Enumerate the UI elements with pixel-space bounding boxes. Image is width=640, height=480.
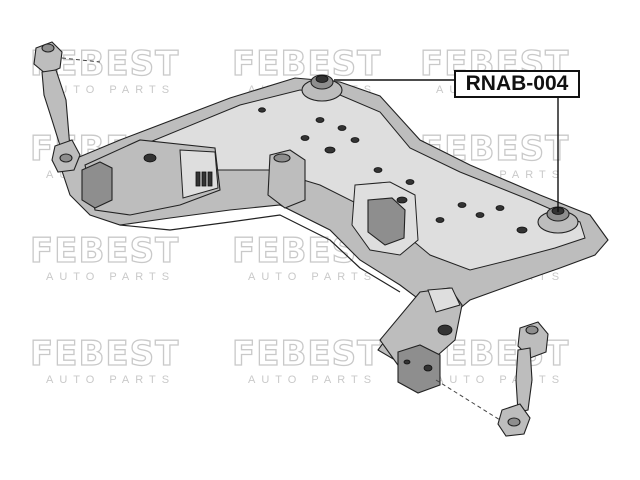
watermark-tagline: AUTO PARTS bbox=[248, 374, 377, 386]
left-mount-block bbox=[81, 161, 113, 209]
callout-leaders bbox=[334, 79, 559, 212]
mount-bolt bbox=[423, 364, 433, 372]
watermark-brand: FEBEST bbox=[232, 334, 381, 374]
watermark-brand: FEBEST bbox=[30, 334, 179, 374]
bolt-hole bbox=[437, 324, 453, 336]
right-stabilizer-link bbox=[497, 321, 549, 437]
dashed-guide bbox=[61, 57, 101, 63]
ball-joint-cap bbox=[525, 325, 539, 335]
left-stabilizer-link bbox=[33, 41, 81, 173]
link-upper-joint bbox=[33, 41, 63, 75]
ball-joint-cap bbox=[59, 153, 73, 163]
center-post-cap bbox=[273, 153, 291, 163]
slot-mark bbox=[195, 171, 201, 187]
bolt-hole bbox=[350, 137, 360, 143]
slot-mark bbox=[207, 171, 213, 187]
watermark-tagline: AUTO PARTS bbox=[248, 271, 377, 283]
watermark-tagline: AUTO PARTS bbox=[46, 271, 175, 283]
right-mount-block bbox=[397, 344, 441, 394]
alignment-lines bbox=[61, 57, 501, 421]
watermark-tagline: AUTO PARTS bbox=[46, 84, 175, 96]
watermark-brand: FEBEST bbox=[30, 231, 179, 271]
mount-bolt bbox=[403, 359, 411, 365]
right-bracket-face bbox=[427, 287, 461, 313]
bolt-hole bbox=[324, 146, 336, 154]
bushing-core bbox=[315, 75, 329, 83]
watermark-tagline: AUTO PARTS bbox=[436, 374, 565, 386]
bolt-hole bbox=[143, 153, 157, 163]
subframe-assembly bbox=[33, 41, 609, 437]
bolt-hole bbox=[300, 135, 310, 141]
bolt-hole bbox=[457, 202, 467, 208]
ball-joint-cap bbox=[41, 43, 55, 53]
rear-bushing-top bbox=[301, 74, 343, 102]
bolt-hole bbox=[475, 212, 485, 218]
bolt-hole bbox=[516, 226, 528, 234]
bolt-hole bbox=[373, 167, 383, 173]
subframe-outline bbox=[119, 214, 401, 293]
center-mount-inner bbox=[367, 197, 406, 246]
bolt-hole bbox=[495, 205, 505, 211]
dashed-guide bbox=[435, 379, 501, 421]
bolt-hole bbox=[258, 107, 266, 113]
bolt-hole bbox=[435, 217, 445, 223]
ball-joint-cap bbox=[507, 417, 521, 427]
bolt-hole bbox=[405, 179, 415, 185]
subframe-holes bbox=[143, 107, 528, 234]
bolt-hole bbox=[337, 125, 347, 131]
watermark-brand: FEBEST bbox=[232, 44, 381, 84]
part-number-label: RNAB-004 bbox=[454, 70, 580, 98]
link-rod bbox=[515, 347, 533, 413]
watermark-tagline: AUTO PARTS bbox=[46, 374, 175, 386]
left-bracket-slots bbox=[195, 171, 213, 187]
bolt-hole bbox=[315, 117, 325, 123]
center-post bbox=[267, 149, 306, 209]
watermark-row-4: FEBEST AUTO PARTS FEBEST AUTO PARTS FEBE… bbox=[29, 333, 569, 386]
slot-mark bbox=[201, 171, 207, 187]
bolt-hole bbox=[396, 196, 408, 204]
